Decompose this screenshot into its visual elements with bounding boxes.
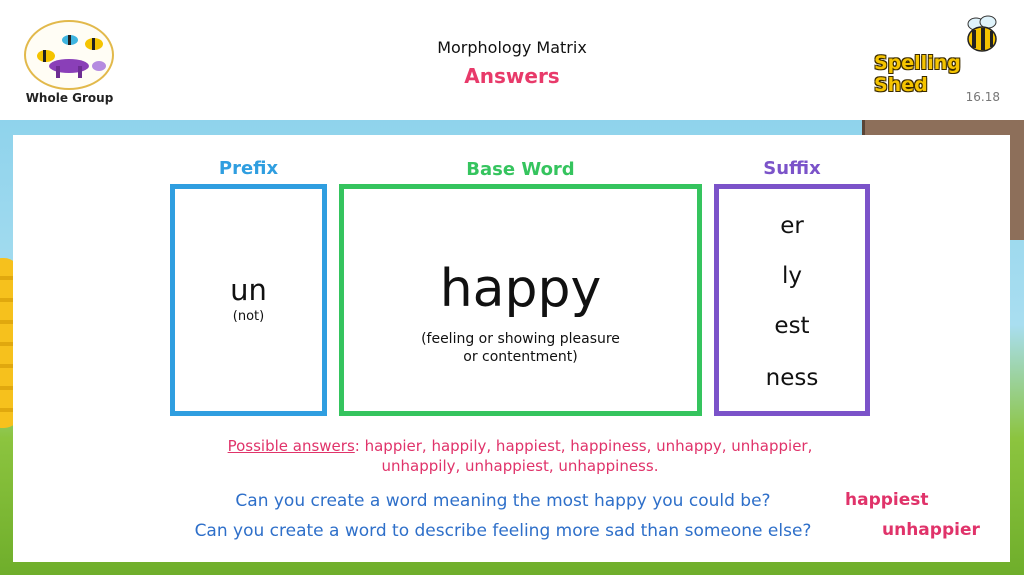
- question-1: Can you create a word meaning the most h…: [235, 491, 771, 511]
- brand-name: Spelling Shed: [874, 52, 961, 96]
- suffix-item: ly: [781, 263, 802, 289]
- base-word-label: Base Word: [466, 159, 575, 180]
- possible-answers: Possible answers: happier, happily, happ…: [150, 436, 890, 476]
- logo-caption: Whole Group: [25, 91, 114, 105]
- possible-answers-heading: Possible answers: [227, 437, 355, 455]
- suffix-item: ness: [765, 365, 819, 391]
- prefix-meaning: (not): [232, 309, 265, 324]
- answer-2: unhappier: [882, 520, 980, 540]
- possible-answers-line-1: : happier, happily, happiest, happiness,…: [354, 437, 813, 455]
- prefix-word: un: [230, 273, 267, 307]
- bees-around-table-icon: [37, 35, 106, 78]
- suffix-box: er ly est ness: [714, 184, 870, 416]
- prefix-label: Prefix: [218, 158, 279, 179]
- whole-group-logo: Whole Group: [22, 18, 117, 110]
- bee-mascot-icon: [967, 15, 997, 52]
- suffix-item: er: [780, 213, 804, 239]
- whole-group-logo-badge: [24, 20, 114, 90]
- base-meaning-line-2: or contentment): [463, 349, 578, 365]
- page-title: Morphology Matrix: [437, 38, 587, 57]
- spelling-shed-logo: Spelling Shed: [870, 10, 1010, 96]
- base-word: happy: [439, 259, 602, 319]
- base-word-box: happy (feeling or showing pleasure or co…: [339, 184, 702, 416]
- suffix-label: Suffix: [763, 158, 821, 179]
- base-meaning-line-1: (feeling or showing pleasure: [421, 331, 620, 347]
- question-2: Can you create a word to describe feelin…: [194, 521, 812, 541]
- slide-header: Whole Group Morphology Matrix Answers Sp…: [0, 0, 1024, 120]
- possible-answers-line-2: unhappily, unhappiest, unhappiness.: [381, 457, 659, 475]
- answer-1: happiest: [845, 490, 929, 510]
- slide-number: 16.18: [965, 90, 1000, 104]
- suffix-item: est: [774, 313, 810, 339]
- prefix-box: un (not): [170, 184, 327, 416]
- page-subtitle: Answers: [464, 64, 560, 88]
